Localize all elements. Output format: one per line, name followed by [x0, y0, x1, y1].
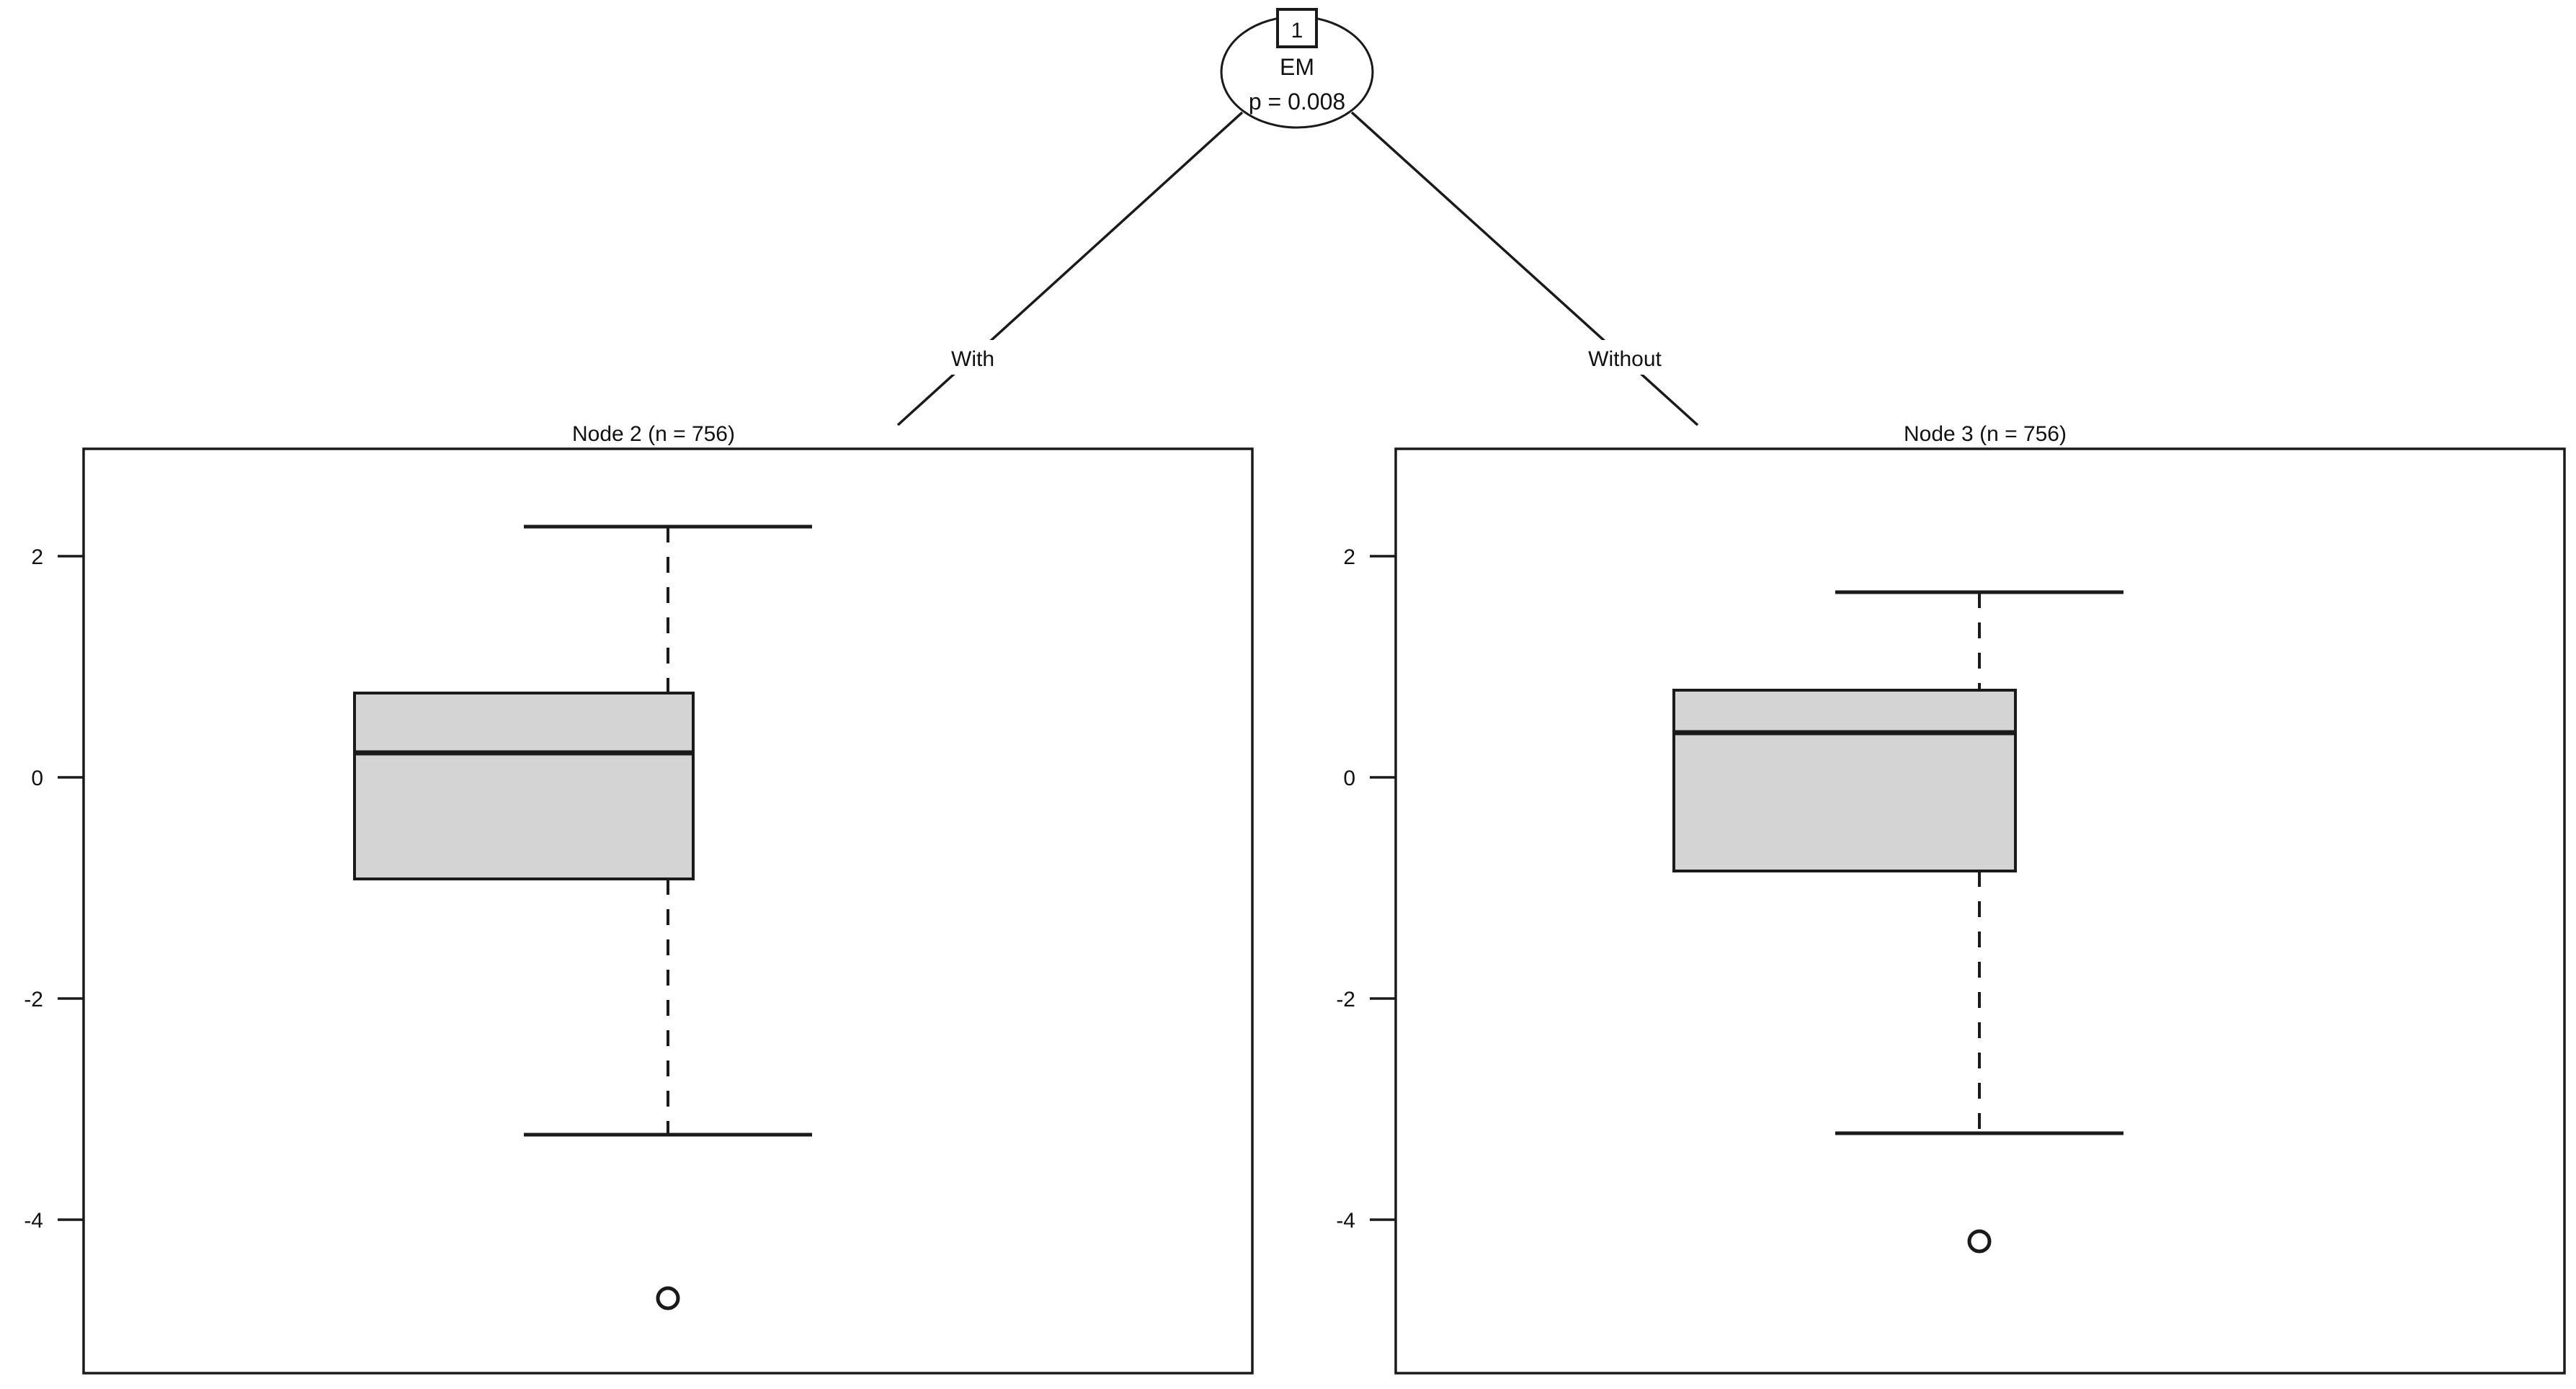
tree-edges [896, 111, 1699, 426]
panel-title-node-3: Node 3 (n = 756) [1904, 422, 2067, 446]
panel-node-2[interactable]: Node 2 (n = 756) 2 0 -2 -4 [24, 422, 1254, 1375]
y-axis-node-2: 2 0 -2 -4 [24, 545, 84, 1233]
box-iqr-node-3 [1672, 689, 2017, 872]
boxplot-node-2[interactable] [353, 524, 812, 1310]
edge-left-label: With [951, 347, 994, 371]
edge-right-label-group: Without [1565, 340, 1685, 375]
y-tick-label-node-3-3: -4 [1336, 1209, 1355, 1233]
y-axis-node-3: 2 0 -2 -4 [1336, 545, 1396, 1233]
edge-left-label-group: With [931, 340, 1015, 375]
root-node-pvalue-label: p = 0.008 [1249, 89, 1345, 115]
outlier-point-node-3 [1967, 1229, 1992, 1254]
box-iqr-node-2 [353, 692, 695, 880]
boxplot-node-3[interactable] [1672, 590, 2123, 1254]
root-node-id-label: 1 [1291, 19, 1303, 43]
panel-node-3[interactable]: Node 3 (n = 756) 2 0 -2 -4 [1336, 422, 2566, 1375]
y-tick-label-node-3-2: -2 [1336, 988, 1355, 1011]
edge-right-line [1350, 111, 1699, 426]
panel-title-node-2: Node 2 (n = 756) [572, 422, 735, 446]
root-node-group[interactable]: 1 EM p = 0.008 [1220, 8, 1374, 129]
y-tick-label-node-2-1: 0 [31, 767, 43, 790]
outlier-point-node-2 [656, 1286, 680, 1310]
y-tick-label-node-2-3: -4 [24, 1209, 43, 1233]
y-tick-label-node-3-1: 0 [1343, 767, 1355, 790]
y-tick-label-node-3-0: 2 [1343, 545, 1355, 569]
y-tick-label-node-2-0: 2 [31, 545, 43, 569]
y-tick-label-node-2-2: -2 [24, 988, 43, 1011]
edge-left-line [896, 111, 1244, 426]
edge-right-label-backdrop [1565, 340, 1685, 375]
root-node-variable-label: EM [1280, 54, 1314, 80]
edge-right-label: Without [1588, 347, 1662, 371]
root-node-id-box [1276, 8, 1318, 48]
edge-left-label-backdrop [931, 340, 1015, 375]
